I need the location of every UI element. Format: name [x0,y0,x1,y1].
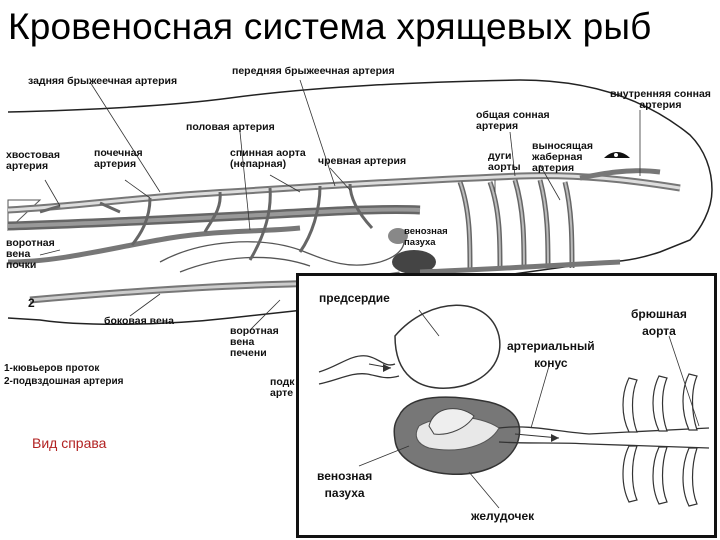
legend: 1-кювьеров проток 2-подвздошная артерия [4,362,123,388]
aortic-branches [622,373,698,507]
inset-label-sinus: венозная пазуха [317,469,373,500]
gut-outline [159,231,405,266]
label-subintestinal-partial: подк арте [270,376,295,399]
inset-label-ventral-aorta: брюшная аорта [631,307,687,338]
main-ventral-aorta [419,259,621,275]
label-lateral-vein: боковая вена [104,315,174,327]
label-common-carotid: общая сонная артерия [476,109,550,132]
label-posterior-mesenteric: задняя брыжеечная артерия [28,75,178,87]
label-number-2: 2 [28,296,35,310]
sinus-shape [428,408,475,435]
label-renal-portal: воротная вена почки [6,237,55,271]
gill-arches [457,179,575,269]
label-renal-artery: почечная артерия [94,147,143,170]
atrium-shape [394,304,501,389]
label-hepatic-portal: воротная вена печени [230,325,279,359]
view-caption: Вид справа [32,435,107,451]
inflow-vessel [318,355,396,373]
label-caudal-artery: хвостовая артерия [6,149,60,172]
inset-label-atrium: предсердие [319,291,390,305]
label-aortic-arches: дуги аорты [488,150,521,173]
label-sinus-main: венозная пазуха [404,226,448,248]
label-genital-artery: половая артерия [186,121,275,133]
label-anterior-mesenteric: передняя брыжеечная артерия [232,65,395,77]
tail-outline [7,199,42,232]
inset-label-conus: артериальный конус [507,339,595,370]
label-efferent-branchial: выносящая жаберная артерия [532,140,593,174]
renal-portal-vessel [7,225,301,265]
legend-item-2: 2-подвздошная артерия [4,376,124,387]
slide-title: Кровеносная система хрящевых рыб [8,6,652,47]
main-sinus-shape [392,250,436,274]
inset-label-ventricle: желудочек [471,509,535,523]
visceral-arteries [39,183,374,261]
carotid-vessel [579,168,661,181]
heart-drawing [318,304,710,509]
dorsal-aorta-vessel [7,172,681,214]
label-internal-carotid: внутренняя сонная артерия [610,88,711,111]
conus-shape [498,426,590,435]
legend-item-1: 1-кювьеров проток [4,363,100,374]
label-dorsal-aorta: спинная аорта (непарная) [230,147,306,170]
label-celiac-artery: чревная артерия [318,155,407,167]
heart-inset: предсердие брюшная аорта артериальный ко… [296,273,717,538]
